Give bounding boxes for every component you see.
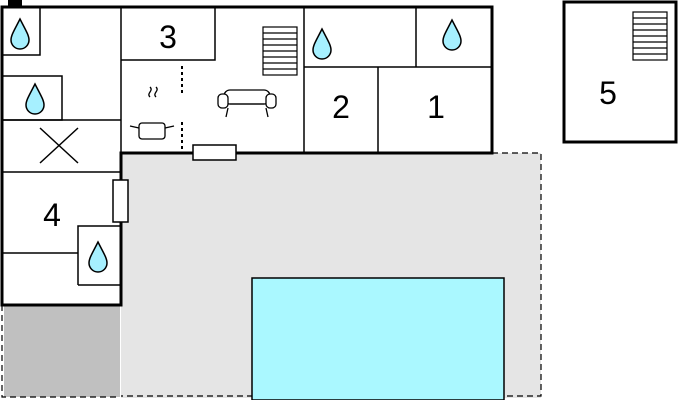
garden-area [4,305,120,397]
water-drop-icon [10,18,30,50]
water-drop-icon [25,83,45,115]
stairs-icon [632,11,668,61]
room-label-2: 2 [332,89,350,125]
corner-marker [8,0,22,6]
stairs-icon [262,26,298,76]
interior-walls [2,7,492,286]
water-drop-icon [442,19,462,51]
swimming-pool [251,277,505,400]
water-drop-icon [312,28,332,60]
cooking-pot-icon [129,86,175,140]
room-label-3: 3 [159,19,177,55]
room-label-5: 5 [599,75,617,111]
room-label-1: 1 [427,89,445,125]
cross-mark-icon [39,127,79,164]
water-drop-icon [88,241,108,273]
sofa-icon [217,89,277,118]
door-icon [112,179,129,223]
garden-dashed-border [1,305,120,398]
door-icon [192,144,237,161]
room-label-4: 4 [43,197,61,233]
